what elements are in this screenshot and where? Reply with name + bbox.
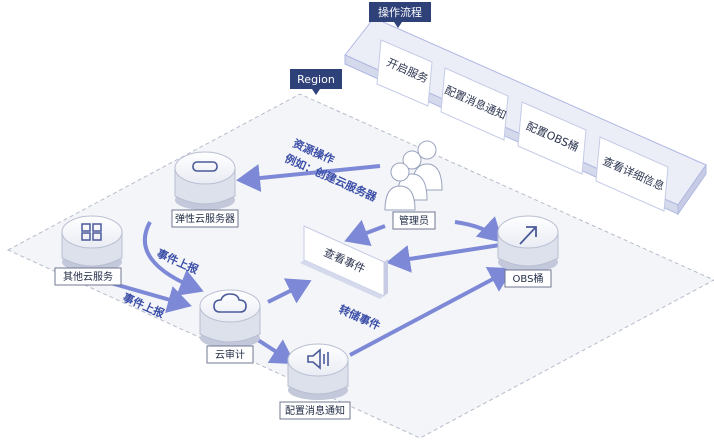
speaker-icon [307,348,329,370]
server-icon [192,161,218,172]
arrow-ecs-to-cts [142,221,204,296]
grid-icon [81,223,102,241]
other-services-node: 其他云服务 [54,215,123,286]
region-tag: Region [290,69,342,95]
cts-node: 云审计 [199,289,261,364]
user-group-icon [384,140,443,211]
obs-node: OBS桶 [497,215,559,288]
admin-node: 管理员 [384,140,443,230]
arrow-admin-to-ecs [236,164,381,192]
upload-arrow-icon [519,226,537,245]
cloud-icon [213,293,247,313]
step-card: 配置OBS桶 [517,101,587,175]
arrow-smn-to-obs [349,267,514,357]
operation-flow-tag: 操作流程 [369,2,431,28]
svg-text:弹性云服务器: 弹性云服务器 [175,212,235,225]
arrow-admin-to-obs [454,216,503,243]
svg-text:云审计: 云审计 [215,348,245,361]
arrow-obs-to-view [386,243,501,273]
step-card: 开启服务 [376,39,433,107]
svg-text:OBS桶: OBS桶 [513,272,544,285]
arrow-cts-to-smn [256,338,296,365]
svg-text:Region: Region [297,73,335,86]
svg-text:其他云服务: 其他云服务 [63,270,113,283]
ecs-node: 弹性云服务器 [171,151,239,228]
arrow-admin-to-view [344,219,386,247]
arrow-cts-to-view [267,278,312,304]
svg-text:配置消息通知: 配置消息通知 [285,404,345,417]
view-events-panel: 查看事件 [300,225,388,299]
svg-text:管理员: 管理员 [399,214,429,227]
smn-node: 配置消息通知 [279,343,351,420]
svg-text:操作流程: 操作流程 [378,5,422,19]
